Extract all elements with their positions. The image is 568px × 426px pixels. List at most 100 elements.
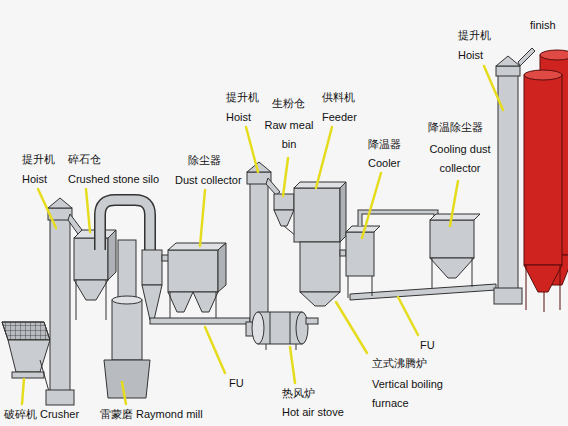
part-label: 提升机: [458, 28, 491, 42]
cooling-dust-collector-part: [430, 214, 480, 220]
leader-lines-part: [398, 297, 418, 335]
raymond-mill-part: [112, 300, 142, 360]
dust-collector-part: [193, 292, 218, 312]
dust-collector: [168, 243, 226, 318]
hot-air-stove-part: [290, 312, 291, 344]
part-label: 提升机: [22, 152, 55, 166]
dust-collector-part: [170, 292, 171, 318]
leader-lines-part: [283, 158, 288, 196]
part-label: Hoist: [458, 48, 483, 62]
part-label: 除尘器: [188, 153, 221, 167]
part-label: finish: [530, 18, 556, 32]
part-label: 雷蒙磨: [100, 407, 133, 421]
finished-product-silo-part: [526, 265, 527, 310]
screw-conveyor-part: [150, 318, 250, 324]
leader-lines-part: [22, 379, 24, 404]
part-label: 立式沸腾炉: [372, 356, 427, 370]
crushed-stone-silo-part: [106, 280, 107, 320]
part-label: Crushed stone silo: [68, 172, 159, 186]
raw-meal-bin-part: [274, 210, 294, 226]
part-label: 生粉仓: [272, 96, 305, 110]
crusher-part: [2, 322, 50, 340]
part-label: Hot air stove: [282, 405, 344, 419]
part-label: 破碎机: [4, 407, 37, 421]
dust-collector-part: [218, 243, 226, 292]
finished-product-silo-part: [544, 292, 545, 312]
hoist: [246, 162, 280, 336]
raymond-mill-part: [112, 296, 142, 304]
hoist-part: [496, 66, 520, 76]
cooler-part: [360, 212, 436, 226]
part-label: FU: [420, 338, 435, 352]
feeder-part: [294, 188, 340, 242]
cooling-dust-collector-part: [430, 258, 474, 278]
cooler: [346, 212, 436, 298]
leader-lines-part: [450, 181, 458, 226]
cooling-dust-collector-part: [430, 220, 474, 258]
part-label: Vertical boiling furnace: [372, 375, 462, 413]
leader-lines-part: [484, 66, 503, 110]
finished-product-silo-part: [524, 70, 562, 80]
cooler-part: [360, 212, 436, 226]
cooler-part: [372, 276, 373, 296]
raymond-mill-part: [142, 285, 162, 320]
dust-collector-part: [168, 292, 193, 312]
hoist: [46, 198, 82, 405]
part-label: 降温器: [368, 137, 401, 151]
part-label: Cooler: [368, 156, 400, 170]
part-label: Hoist: [22, 172, 47, 186]
crusher-part: [8, 340, 50, 372]
part-label: Raymond mill: [136, 407, 203, 421]
part-label: Feeder: [322, 110, 357, 124]
hot-air-stove-part: [296, 312, 308, 344]
finished-product-silo: [524, 50, 568, 312]
raymond-mill: [100, 200, 170, 398]
hoist-part: [48, 198, 72, 208]
hot-air-stove: [252, 312, 318, 350]
hoist-part: [250, 180, 268, 325]
part-label: 降温除尘器: [428, 120, 483, 134]
leader-lines-part: [86, 189, 90, 232]
crushed-stone-silo-part: [108, 230, 116, 280]
leader-lines-part: [290, 347, 295, 383]
dust-collector-part: [168, 243, 226, 250]
raymond-mill-part: [118, 240, 136, 300]
leader-lines-part: [246, 127, 258, 172]
hoist-part: [50, 215, 70, 395]
hoist-part: [68, 214, 82, 234]
leader-lines-part: [38, 189, 56, 228]
hoist-part: [518, 48, 535, 66]
hoist-part: [494, 288, 522, 304]
part-label: 碎石仓: [68, 152, 101, 166]
feeder-part: [294, 182, 346, 188]
leader-lines-part: [362, 173, 381, 238]
leader-lines-part: [122, 382, 126, 404]
cooling-dust-collector-part: [432, 258, 433, 288]
part-label: FU: [229, 376, 244, 390]
part-label: 供料机: [322, 90, 355, 104]
hot-air-stove-part: [270, 312, 271, 344]
part-label: 热风炉: [282, 386, 315, 400]
dust-collector-part: [216, 292, 217, 318]
raymond-mill-part: [142, 250, 162, 285]
leader-lines-part: [336, 302, 367, 353]
crusher-part: [2, 322, 50, 340]
feeder-part: [340, 182, 346, 242]
part-label: Hoist: [226, 110, 251, 124]
raymond-mill-part: [104, 360, 150, 398]
dust-collector-part: [168, 250, 218, 292]
feeder: [294, 182, 346, 242]
cooler-part: [346, 232, 374, 276]
hoist-part: [496, 56, 520, 66]
crusher-part: [12, 372, 44, 378]
hot-air-stove-part: [258, 312, 302, 344]
leader-lines-part: [205, 327, 225, 373]
part-label: 提升机: [226, 90, 259, 104]
hoist-part: [247, 162, 271, 172]
vertical-boiling-furnace-part: [300, 242, 340, 292]
finished-product-silo-part: [524, 265, 562, 292]
raw-meal-bin: [274, 194, 296, 236]
finished-product-silo-part: [540, 50, 568, 60]
